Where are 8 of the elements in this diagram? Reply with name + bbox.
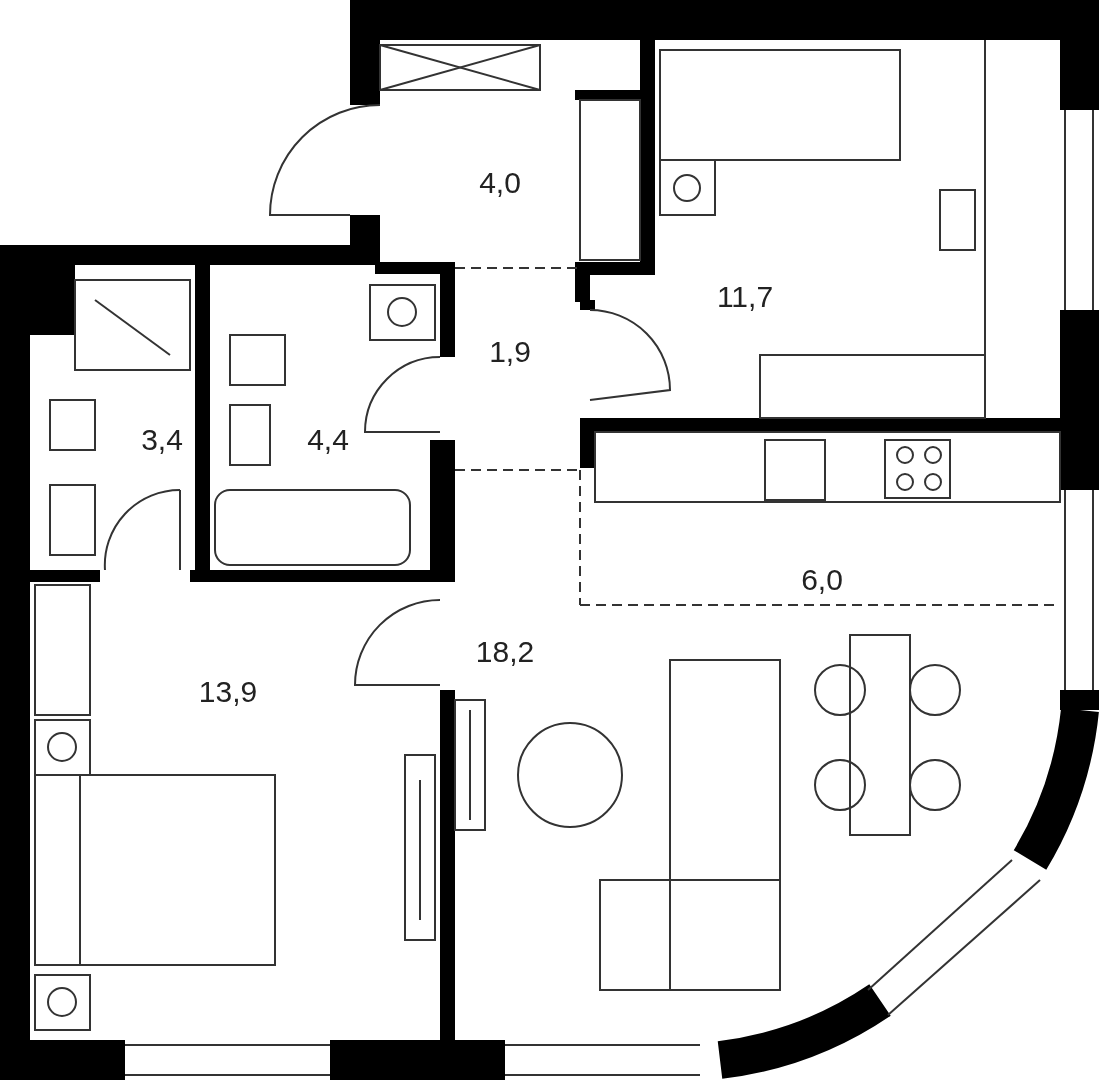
room-area-label: 3,4: [141, 425, 183, 455]
room-area-label: 1,9: [489, 337, 531, 367]
room-area-label: 11,7: [716, 282, 774, 312]
room-area-label: 4,4: [307, 425, 349, 455]
room-area-label: 6,0: [801, 565, 843, 595]
room-area-label: 4,0: [479, 168, 521, 198]
room-area-label: 13,9: [198, 677, 258, 707]
room-area-label: 18,2: [475, 637, 535, 667]
